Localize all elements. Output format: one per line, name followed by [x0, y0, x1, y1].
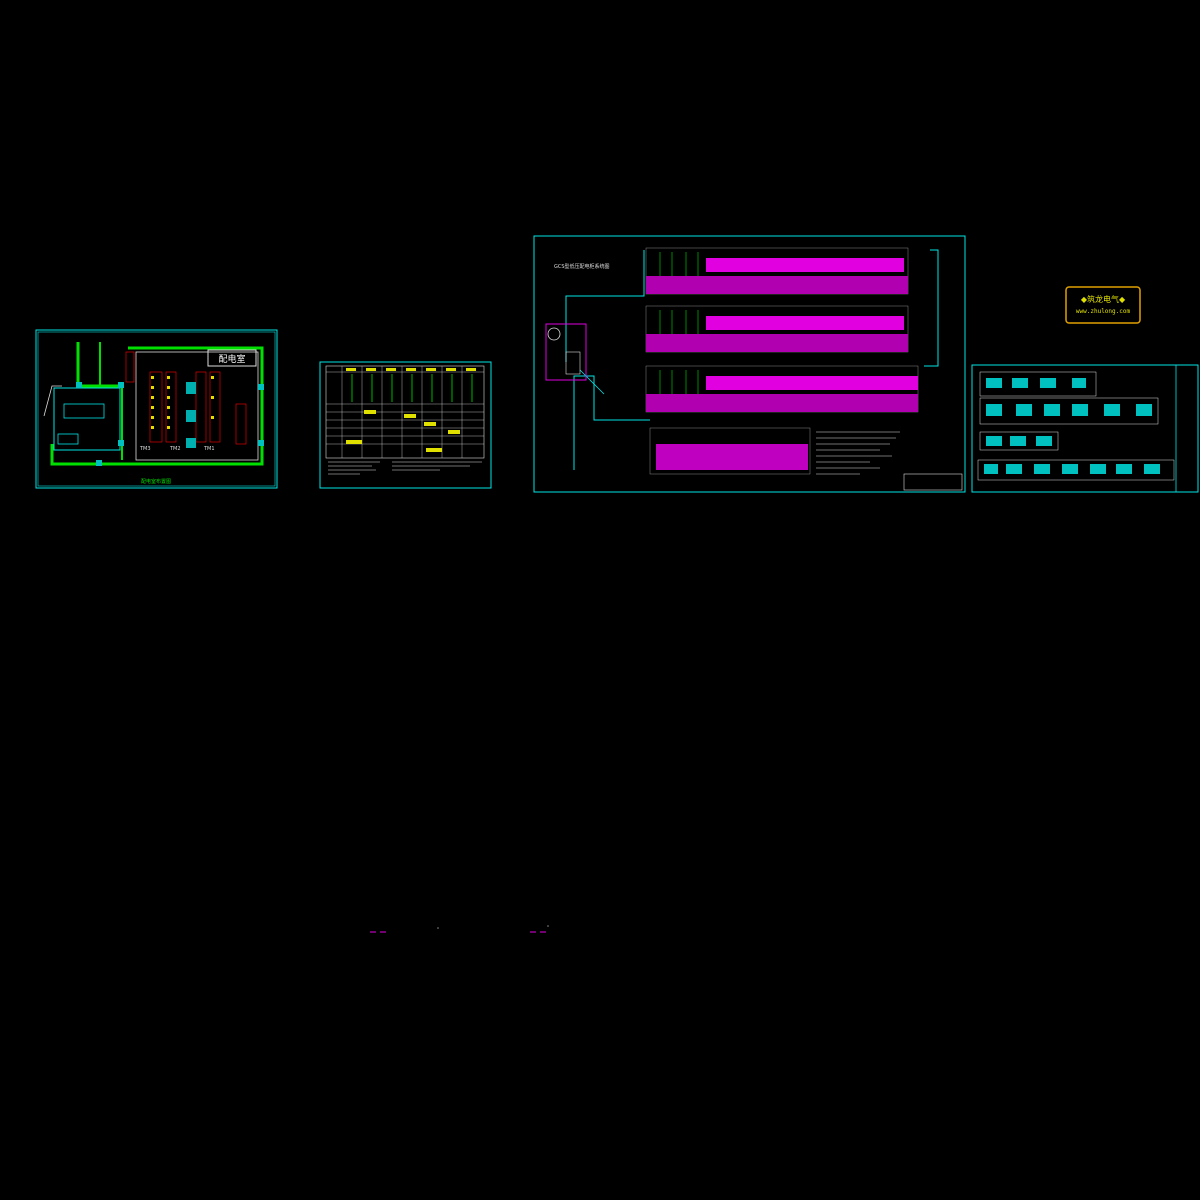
- transformer-label: TM3: [139, 446, 151, 452]
- sheet-lv-system[interactable]: GCS型低压配电柜系统图: [533, 235, 966, 493]
- sheet-details[interactable]: [971, 364, 1199, 493]
- logo-line1: ◆筑龙电气◆: [1081, 294, 1126, 304]
- logo-zhulong: ◆筑龙电气◆ www.zhulong.com: [1065, 286, 1141, 324]
- panel-row: [645, 365, 919, 413]
- panel-row: [649, 427, 811, 475]
- sheet-floor-plan[interactable]: 配电室 配电室布置图 TM3 TM2 TM1: [35, 329, 278, 489]
- system-title: GCS型低压配电柜系统图: [554, 263, 610, 270]
- panel-row: [645, 247, 909, 295]
- room-label: 配电室: [218, 353, 245, 365]
- plan-title: 配电室布置图: [141, 478, 171, 485]
- transformer-label: TM1: [203, 446, 215, 452]
- transformer-label: TM2: [169, 446, 181, 452]
- sheet-hv-schematic[interactable]: [319, 361, 492, 489]
- logo-line2: www.zhulong.com: [1076, 308, 1131, 315]
- panel-row: [645, 305, 909, 353]
- stray-marks: [370, 925, 549, 933]
